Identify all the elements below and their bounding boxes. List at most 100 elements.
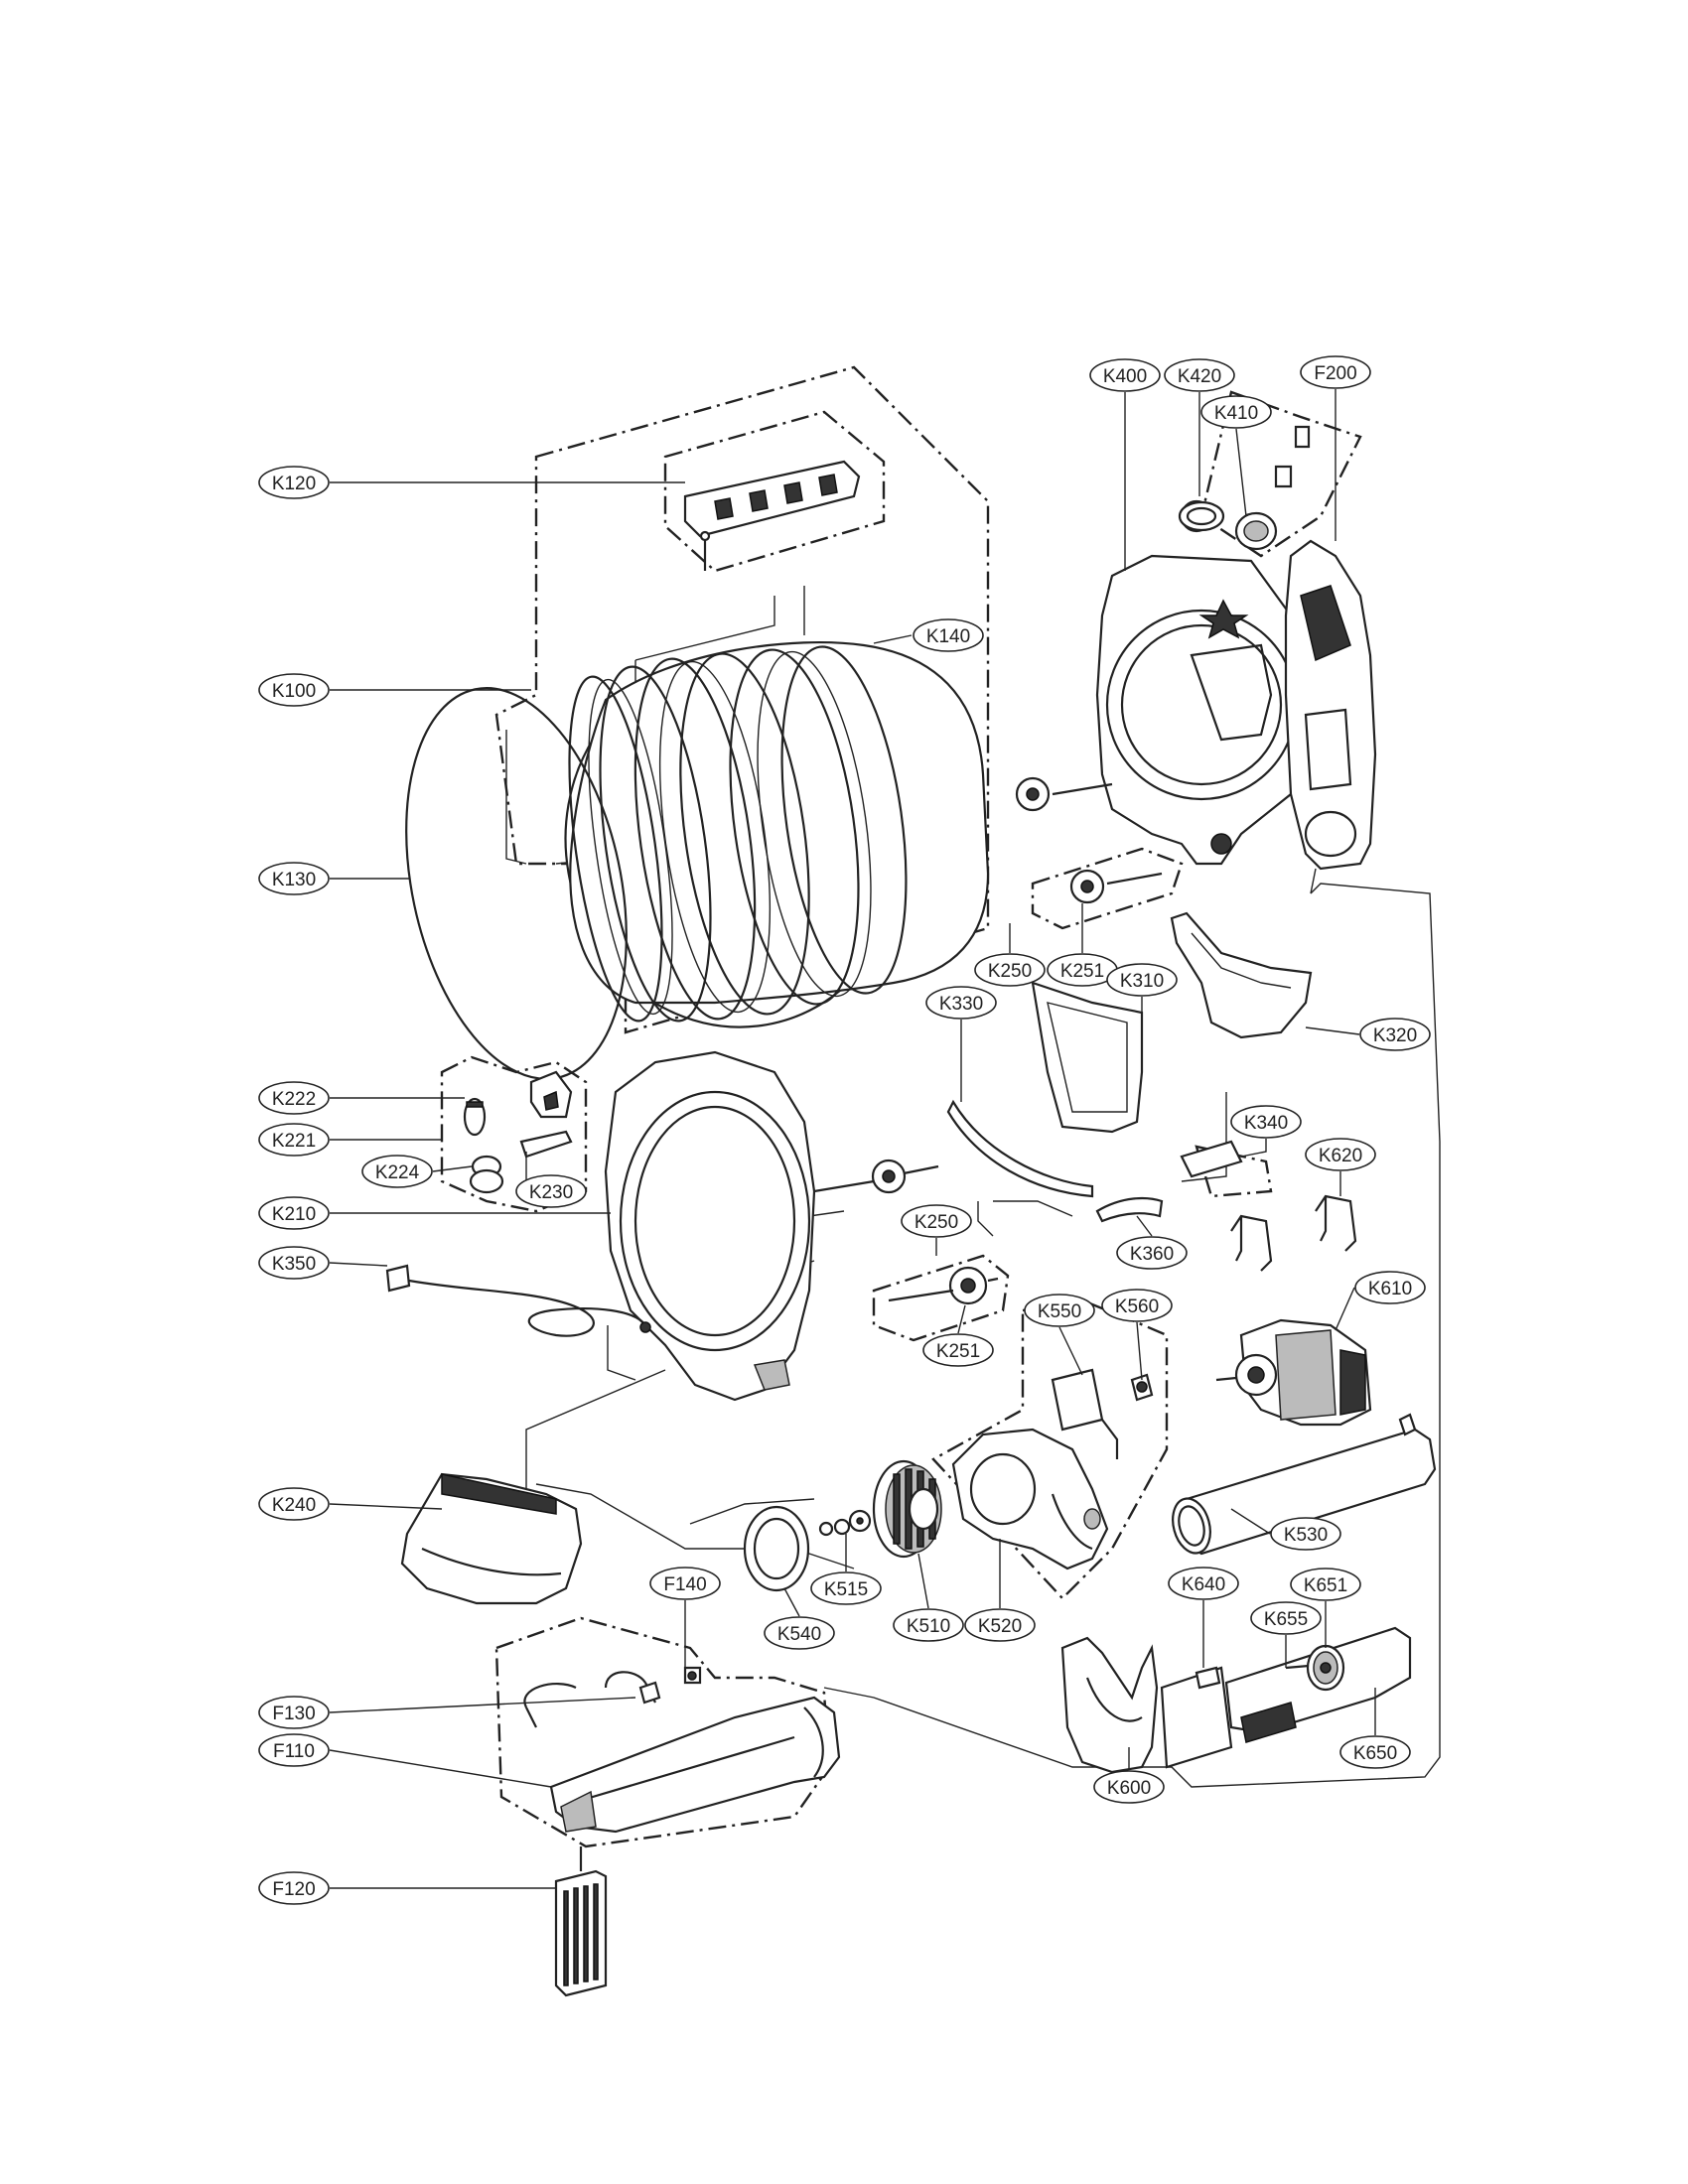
callout-bubble <box>1359 1018 1431 1051</box>
leader-k350 <box>329 1262 388 1267</box>
callout-bubble <box>258 466 330 499</box>
drum-lifter-boundary <box>663 410 886 573</box>
callout-k540: K540 <box>764 1616 835 1650</box>
callout-k600: K600 <box>1093 1770 1165 1804</box>
callout-bubble <box>1106 963 1178 997</box>
blower-fasteners <box>818 1509 872 1537</box>
motor <box>1215 1318 1372 1427</box>
leader-k224 <box>432 1165 473 1172</box>
callout-bubble <box>649 1567 721 1600</box>
filter-housing <box>1170 911 1313 1039</box>
callout-label: K651 <box>1304 1575 1347 1596</box>
callout-bubble <box>1101 1289 1173 1322</box>
callout-label: K610 <box>1368 1279 1412 1299</box>
callout-label: F140 <box>663 1574 706 1595</box>
lint-filter <box>1031 981 1144 1134</box>
callout-k350: K350 <box>258 1246 330 1280</box>
callout-label: K224 <box>375 1162 420 1183</box>
heater-wires <box>523 1666 702 1728</box>
callout-f200: F200 <box>1300 355 1371 389</box>
callout-f130: F130 <box>258 1696 330 1729</box>
leader-k560 <box>1136 1321 1143 1381</box>
callout-label: K515 <box>824 1579 868 1600</box>
callout-label: K520 <box>978 1616 1022 1637</box>
callout-label: K650 <box>1353 1743 1397 1764</box>
callout-bubble <box>893 1608 964 1642</box>
rear-duct <box>1284 539 1377 871</box>
callout-k210: K210 <box>258 1196 330 1230</box>
callout-label: F110 <box>273 1741 315 1762</box>
blower-wheel <box>872 1459 942 1559</box>
callout-k550: K550 <box>1024 1294 1095 1327</box>
callout-bubble <box>361 1155 433 1188</box>
callout-bubble <box>1200 395 1272 429</box>
callout-bubble <box>258 1246 330 1280</box>
callout-label: K310 <box>1120 971 1164 992</box>
callout-bubble <box>901 1204 972 1238</box>
door-lamp-cover <box>400 1472 583 1605</box>
front-roller-boundary <box>872 1254 1010 1342</box>
callout-k520: K520 <box>964 1608 1036 1642</box>
blower-thermostat <box>1051 1368 1154 1459</box>
callout-bubble <box>258 1081 330 1115</box>
callout-label: K560 <box>1115 1297 1159 1317</box>
callout-label: K530 <box>1284 1525 1328 1546</box>
callout-label: K100 <box>272 681 316 702</box>
callout-k100: K100 <box>258 673 330 707</box>
front-roller-upper <box>813 1159 939 1194</box>
callout-k655: K655 <box>1250 1601 1322 1635</box>
rear-roller-boundary <box>1031 847 1184 930</box>
callout-label: K251 <box>936 1341 980 1362</box>
callout-label: K400 <box>1103 366 1147 387</box>
callout-k510: K510 <box>893 1608 964 1642</box>
leader-k410 <box>1235 428 1247 517</box>
idler-pulley <box>1195 1644 1345 1692</box>
leader-k251b <box>957 1304 966 1334</box>
leader-k140 <box>873 634 913 644</box>
callout-bubble <box>1164 358 1235 392</box>
leader-k360 <box>1136 1215 1153 1237</box>
callout-bubble <box>1089 358 1161 392</box>
callout-label: K221 <box>272 1131 316 1152</box>
callout-label: K550 <box>1038 1301 1081 1322</box>
belt <box>946 1099 1094 1198</box>
leader-f110 <box>329 1749 552 1788</box>
callout-bubble <box>515 1174 587 1208</box>
callout-bubble <box>258 1487 330 1521</box>
callout-bubble <box>258 1871 330 1905</box>
callout-label: K340 <box>1244 1113 1288 1134</box>
callout-k330: K330 <box>925 986 997 1020</box>
callout-label: K600 <box>1107 1778 1151 1799</box>
callout-label: K251 <box>1060 961 1104 982</box>
drum-lifter <box>683 460 861 571</box>
callout-k515: K515 <box>810 1571 882 1605</box>
callout-k420: K420 <box>1164 358 1235 392</box>
callout-k222: K222 <box>258 1081 330 1115</box>
leader-f130 <box>329 1697 636 1713</box>
callout-label: K640 <box>1182 1574 1225 1595</box>
callout-k320: K320 <box>1359 1018 1431 1051</box>
blower-group-boundary <box>931 1298 1169 1600</box>
callout-bubble <box>1116 1236 1188 1270</box>
callout-bubble <box>925 986 997 1020</box>
callout-label: K230 <box>529 1182 573 1203</box>
callout-label: K420 <box>1178 366 1221 387</box>
callout-bubble <box>1339 1735 1411 1769</box>
callout-bubble <box>258 1123 330 1157</box>
filter-guide <box>1180 1140 1243 1178</box>
callout-label: K410 <box>1214 403 1258 424</box>
callout-k130: K130 <box>258 862 330 895</box>
callout-bubble <box>1250 1601 1322 1635</box>
callout-bubble <box>1230 1105 1302 1139</box>
idler-arm <box>1095 1196 1164 1223</box>
callout-k310: K310 <box>1106 963 1178 997</box>
callout-k251a: K251 <box>1047 953 1118 987</box>
callout-bubble <box>1168 1567 1239 1600</box>
heater-group-boundary <box>494 1616 831 1848</box>
callout-k140: K140 <box>913 618 984 652</box>
callout-bubble <box>1270 1517 1341 1551</box>
blower-gasket <box>743 1505 810 1592</box>
callout-k640: K640 <box>1168 1567 1239 1600</box>
callout-label: K250 <box>914 1212 958 1233</box>
callout-bubble <box>1354 1271 1426 1304</box>
